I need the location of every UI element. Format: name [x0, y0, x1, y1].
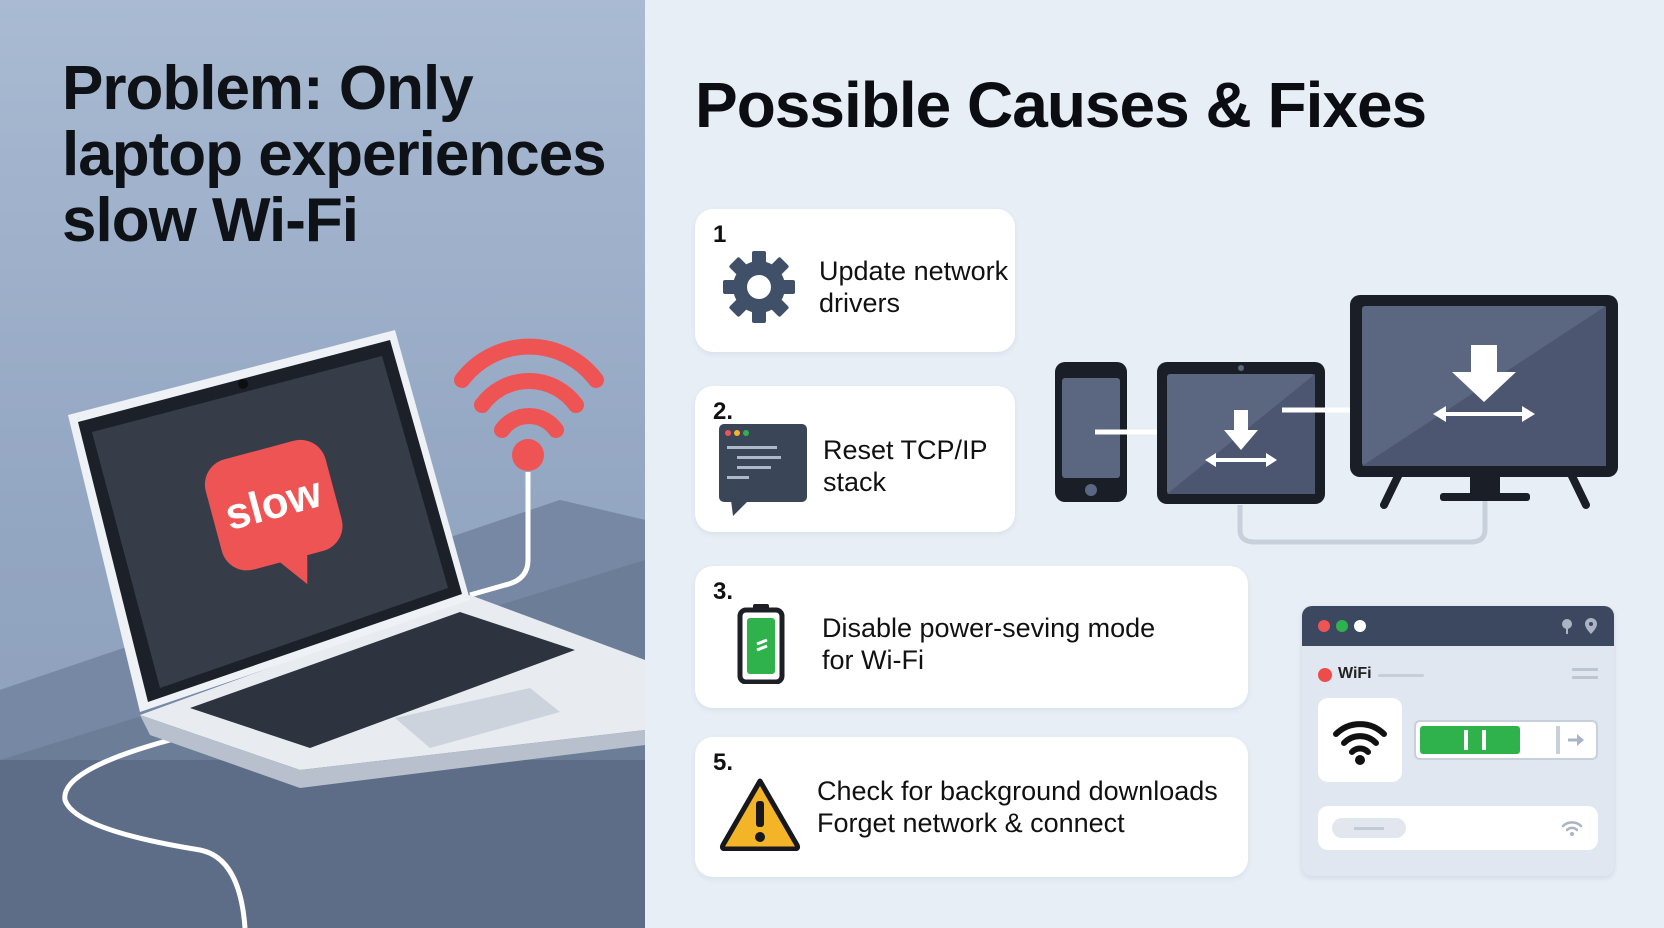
fix-text: Reset TCP/IP stack	[823, 434, 988, 498]
problem-title-line-3: slow Wi-Fi	[62, 186, 359, 255]
bar-separator	[1464, 730, 1468, 750]
desk-front	[0, 760, 645, 928]
connection-status-dot	[1318, 668, 1332, 682]
device-cable	[1237, 495, 1488, 545]
touchpad	[395, 688, 560, 748]
label-divider	[1378, 674, 1424, 677]
laptop-base-edge	[140, 715, 645, 788]
fix-card-3: 3. Disable power-seving mode for Wi-Fi	[695, 566, 1248, 708]
fix-text-line-1: Check for background downloads	[817, 776, 1218, 806]
fix-card-1: 1 Update network drivers	[695, 209, 1015, 352]
wifi-icon	[1333, 721, 1387, 765]
fix-text-line-1: Disable power-seving mode	[822, 613, 1156, 643]
wifi-icon-tile[interactable]	[1318, 698, 1402, 782]
phone-icon	[1055, 362, 1127, 502]
wifi-small-icon	[1561, 821, 1583, 836]
pin-icon[interactable]	[1560, 618, 1574, 634]
fix-card-2: 2. Reset TCP/IP stack	[695, 386, 1015, 532]
gear-icon	[723, 251, 795, 323]
window-titlebar	[1302, 606, 1614, 646]
webcam	[238, 379, 248, 389]
warning-icon	[719, 778, 801, 851]
fix-text: Check for background downloads Forget ne…	[817, 775, 1218, 839]
fix-number: 1	[713, 221, 727, 248]
fix-number: 2.	[713, 398, 734, 425]
signal-strength-bar[interactable]	[1414, 720, 1598, 760]
fix-text-line-1: Update network	[819, 256, 1009, 286]
wifi-label-row: WiFi	[1318, 664, 1598, 686]
bar-end-marker	[1556, 726, 1560, 754]
devices-illustration	[1055, 295, 1618, 545]
wifi-settings-window: WiFi	[1302, 606, 1614, 876]
arrow-right-icon	[1568, 734, 1584, 746]
problem-panel: slow Problem: Only laptop experiences sl…	[0, 0, 645, 928]
maximize-window-button[interactable]	[1354, 620, 1366, 632]
wifi-label: WiFi	[1338, 665, 1372, 682]
signal-strength-fill	[1420, 726, 1520, 754]
terminal-icon	[719, 424, 807, 516]
fix-card-4: 5. Check for background downloads Forget…	[695, 737, 1248, 877]
location-pin-icon[interactable]	[1584, 618, 1598, 634]
fix-text-line-1: Reset TCP/IP	[823, 435, 988, 465]
placeholder-dashes	[1354, 827, 1384, 830]
fix-text-line-2: drivers	[819, 288, 901, 318]
fix-text-line-2: for Wi-Fi	[822, 645, 924, 675]
fix-number: 3.	[713, 578, 734, 605]
monitor-icon	[1350, 295, 1618, 509]
power-cable	[62, 737, 248, 928]
minimize-window-button[interactable]	[1336, 620, 1348, 632]
bar-separator	[1482, 730, 1486, 750]
wifi-signal-dot	[512, 439, 544, 471]
close-window-button[interactable]	[1318, 620, 1330, 632]
fix-text: Disable power-seving mode for Wi-Fi	[822, 612, 1155, 676]
keyboard	[190, 612, 575, 748]
fix-text-line-2: stack	[823, 467, 887, 497]
problem-title-line-2: laptop experiences	[62, 120, 607, 189]
slow-badge: slow	[204, 439, 343, 585]
network-row[interactable]	[1318, 806, 1598, 850]
wifi-signal-icon	[454, 338, 604, 438]
laptop-illustration: slow	[0, 330, 645, 928]
hamburger-menu-icon[interactable]	[1572, 666, 1598, 682]
fixes-title: Possible Causes & Fixes	[695, 69, 1427, 141]
tablet-icon	[1157, 362, 1325, 504]
problem-title-line-1: Problem: Only	[62, 54, 474, 123]
battery-icon	[737, 604, 785, 684]
router-cable	[469, 472, 531, 598]
fix-number: 5.	[713, 749, 734, 776]
fix-text-line-2: Forget network & connect	[817, 808, 1125, 838]
fix-text: Update network drivers	[819, 255, 1008, 319]
problem-title: Problem: Only laptop experiences slow Wi…	[62, 56, 622, 254]
